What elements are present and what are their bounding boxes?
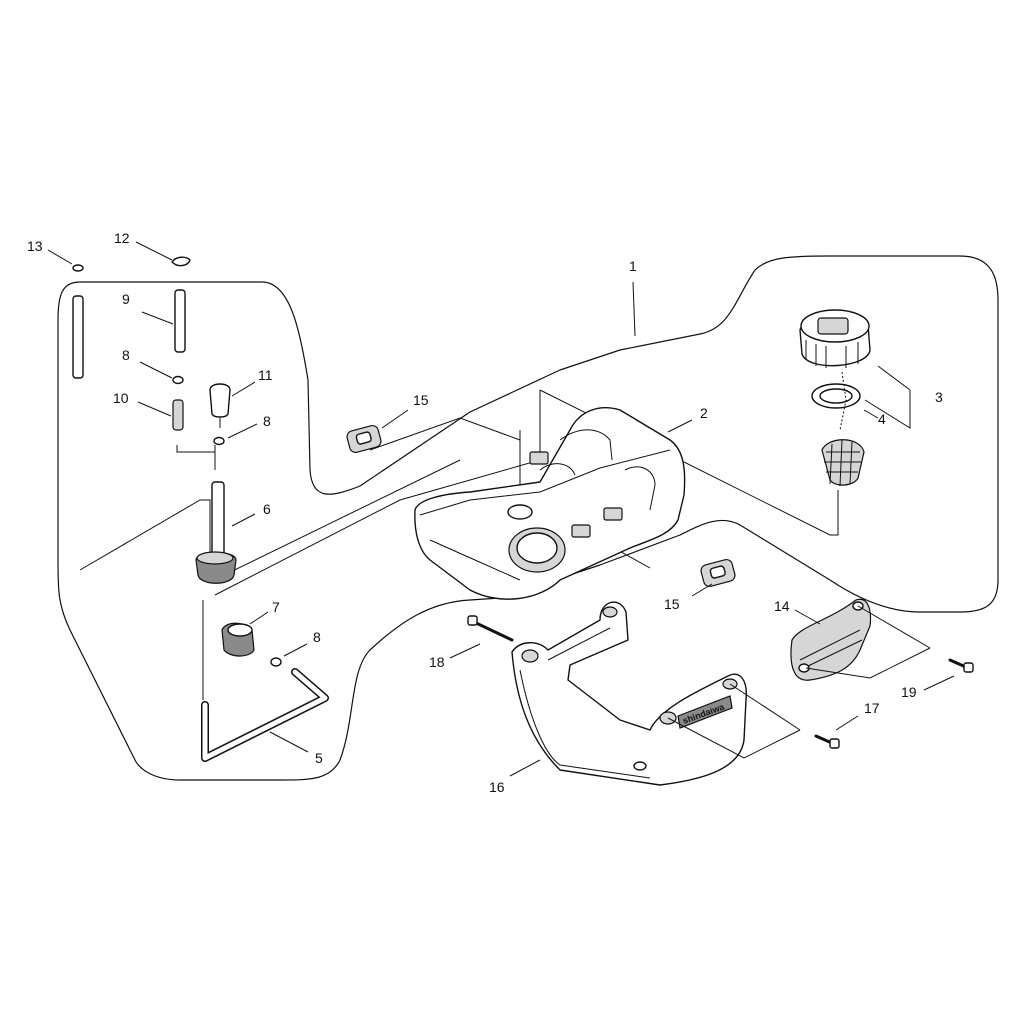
callout-13: 13 bbox=[27, 238, 43, 254]
assembly-outline bbox=[57, 255, 999, 781]
clamp-14 bbox=[790, 598, 872, 681]
o-ring-8-lower bbox=[270, 657, 282, 667]
o-ring-8-upper bbox=[172, 375, 184, 385]
callout-4: 4 bbox=[878, 411, 886, 427]
clip-12 bbox=[171, 256, 191, 267]
ring-13 bbox=[72, 264, 84, 272]
callout-9: 9 bbox=[122, 291, 130, 307]
callout-10: 10 bbox=[113, 390, 129, 406]
callout-11: 11 bbox=[258, 367, 273, 383]
screw-18 bbox=[467, 615, 514, 642]
callout-16: 16 bbox=[489, 779, 505, 795]
callout-8-upper: 8 bbox=[122, 347, 130, 363]
callout-18: 18 bbox=[429, 654, 445, 670]
callout-8-lower: 8 bbox=[313, 629, 321, 645]
screw-17 bbox=[814, 734, 840, 749]
fuel-tank-2 bbox=[414, 407, 686, 600]
o-ring-8-middle bbox=[213, 436, 225, 446]
callout-15-right: 15 bbox=[664, 596, 680, 612]
callout-19: 19 bbox=[901, 684, 917, 700]
callout-1: 1 bbox=[629, 258, 637, 274]
callout-7: 7 bbox=[272, 599, 280, 615]
callout-8-middle: 8 bbox=[263, 413, 271, 429]
screw-19 bbox=[948, 658, 974, 673]
bracket-16: shindaiwa bbox=[511, 601, 747, 786]
joint-10 bbox=[172, 399, 184, 431]
pipe-9 bbox=[174, 289, 186, 353]
callout-14: 14 bbox=[774, 598, 790, 614]
tube-6 bbox=[211, 481, 225, 563]
callout-17: 17 bbox=[864, 700, 880, 716]
callout-12: 12 bbox=[114, 230, 130, 246]
callout-6: 6 bbox=[263, 501, 271, 517]
callout-2: 2 bbox=[700, 405, 708, 421]
callout-3: 3 bbox=[935, 389, 943, 405]
fuel-cap-3 bbox=[799, 309, 871, 368]
tube-13 bbox=[72, 295, 84, 379]
callout-15-left: 15 bbox=[413, 392, 429, 408]
callout-5: 5 bbox=[315, 750, 323, 766]
retainer-chain bbox=[839, 371, 847, 431]
filter-11 bbox=[209, 383, 231, 418]
